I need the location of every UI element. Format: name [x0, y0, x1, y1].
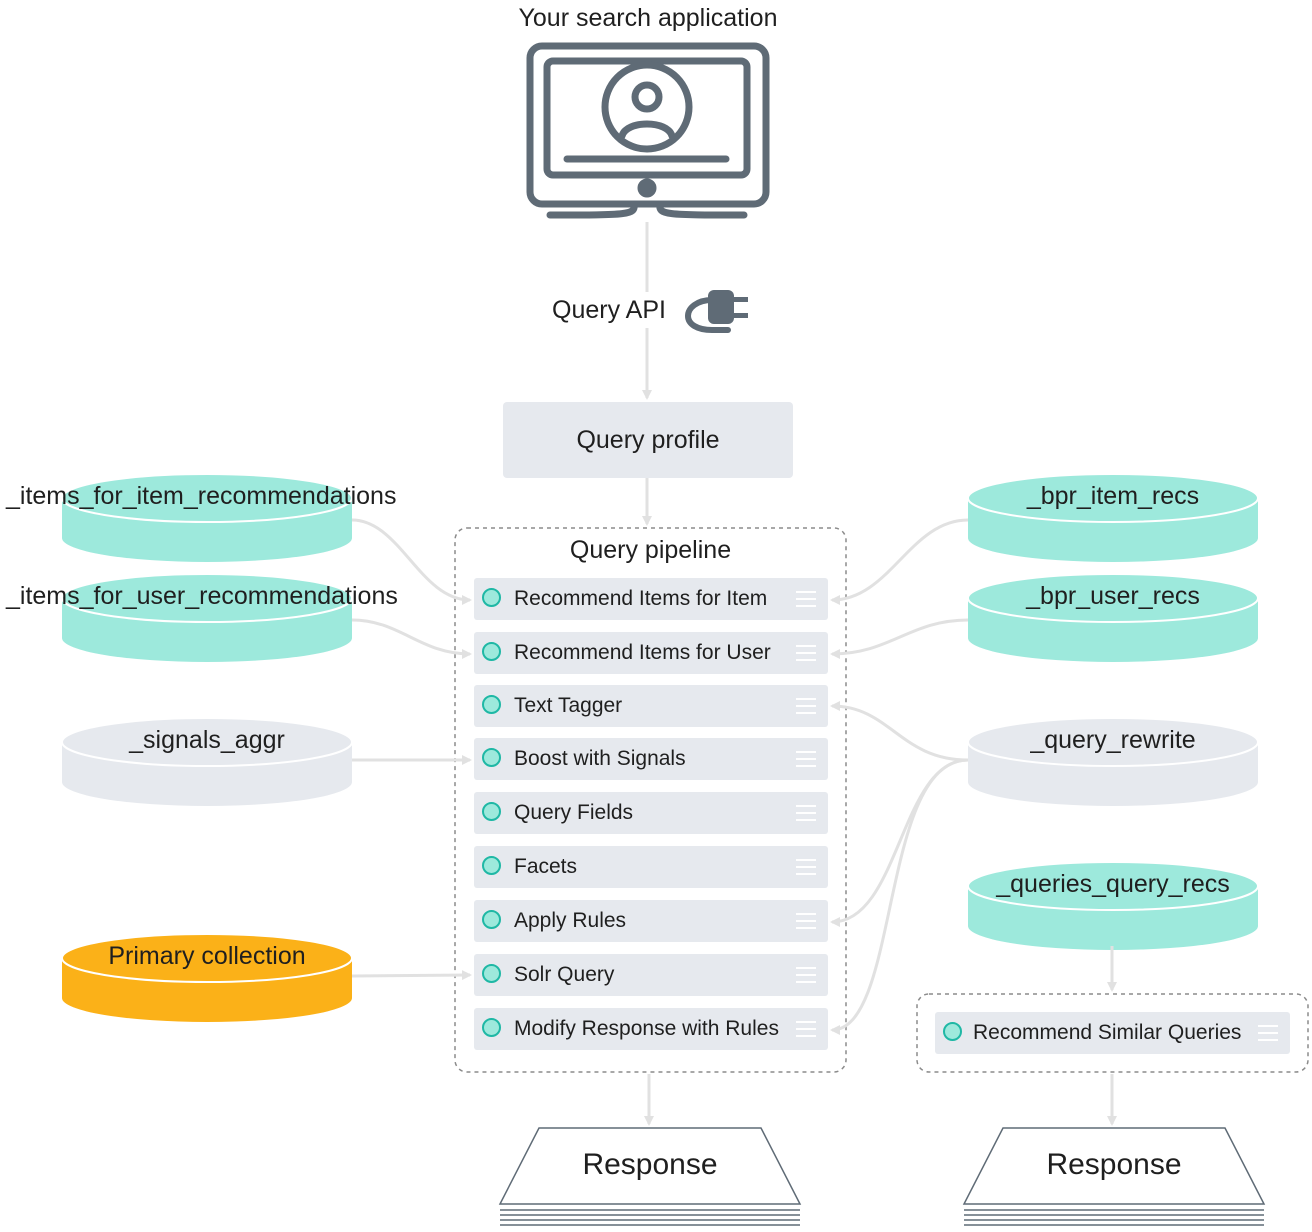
collection-label: _items_for_item_recommendations [6, 482, 397, 510]
stage-enabled-indicator[interactable] [482, 695, 501, 714]
collection-label: _queries_query_recs [996, 870, 1230, 898]
pipeline-stage[interactable]: Text Tagger [474, 685, 828, 727]
plug-icon [684, 290, 748, 333]
stage-enabled-indicator[interactable] [482, 856, 501, 875]
collection-label: Primary collection [108, 942, 306, 970]
response-label: Response [582, 1148, 718, 1181]
response-label: Response [1046, 1148, 1182, 1181]
collection-label: _bpr_item_recs [1026, 482, 1200, 510]
stage-enabled-indicator[interactable] [482, 748, 501, 767]
pipeline-stage[interactable]: Boost with Signals [474, 738, 828, 780]
drag-handle-icon[interactable] [796, 591, 816, 607]
collection-cylinder[interactable] [61, 573, 353, 662]
collection-cylinder[interactable] [967, 717, 1259, 806]
drag-handle-icon[interactable] [796, 967, 816, 983]
pipeline-stage[interactable]: Query Fields [474, 792, 828, 834]
stage-label: Text Tagger [514, 694, 623, 717]
response-stack-similar [962, 1127, 1266, 1226]
pipeline-stage[interactable]: Modify Response with Rules [474, 1008, 828, 1050]
collection-cylinder[interactable] [61, 933, 353, 1022]
stage-label: Apply Rules [514, 909, 627, 932]
collection-cylinder[interactable] [61, 717, 353, 806]
collection-cylinder[interactable] [61, 473, 353, 562]
stage-label: Boost with Signals [514, 747, 686, 770]
collection-label: _items_for_user_recommendations [6, 582, 398, 610]
stage-label: Solr Query [514, 963, 615, 986]
drag-handle-icon[interactable] [1258, 1025, 1278, 1041]
pipeline-stage[interactable]: Recommend Items for User [474, 632, 828, 674]
stage-enabled-indicator[interactable] [482, 642, 501, 661]
drag-handle-icon[interactable] [796, 913, 816, 929]
query-profile-box[interactable] [503, 402, 793, 478]
drag-handle-icon[interactable] [796, 805, 816, 821]
stage-enabled-indicator[interactable] [943, 1022, 962, 1041]
stage-enabled-indicator[interactable] [482, 588, 501, 607]
stage-label: Recommend Items for Item [514, 587, 768, 610]
collection-cylinder[interactable] [967, 861, 1259, 950]
stage-label: Modify Response with Rules [514, 1017, 779, 1040]
pipeline-stage[interactable]: Solr Query [474, 954, 828, 996]
response-stack-main [498, 1127, 802, 1226]
collection-label: _query_rewrite [1030, 726, 1196, 754]
drag-handle-icon[interactable] [796, 698, 816, 714]
drag-handle-icon[interactable] [796, 751, 816, 767]
stage-label: Recommend Items for User [514, 641, 771, 664]
query-api-label: Query API [552, 296, 666, 324]
collection-label: _bpr_user_recs [1026, 582, 1200, 610]
drag-handle-icon[interactable] [796, 1021, 816, 1037]
pipeline-stage[interactable]: Facets [474, 846, 828, 888]
stage-recommend-similar-queries[interactable]: Recommend Similar Queries [935, 1012, 1290, 1054]
stage-enabled-indicator[interactable] [482, 1018, 501, 1037]
query-profile-label: Query profile [576, 426, 720, 454]
pipeline-title: Query pipeline [569, 536, 732, 564]
pipeline-stage[interactable]: Recommend Items for Item [474, 578, 828, 620]
stage-label: Facets [514, 855, 578, 878]
similar-queries-container [916, 993, 1309, 1073]
app-title: Your search application [518, 4, 778, 32]
stage-enabled-indicator[interactable] [482, 964, 501, 983]
query-pipeline-container [454, 527, 847, 1073]
stage-label: Recommend Similar Queries [973, 1021, 1242, 1044]
drag-handle-icon[interactable] [796, 645, 816, 661]
stage-label: Query Fields [514, 801, 634, 824]
pipeline-stage[interactable]: Apply Rules [474, 900, 828, 942]
collection-cylinder[interactable] [967, 573, 1259, 662]
monitor-user-icon [526, 42, 770, 219]
stage-enabled-indicator[interactable] [482, 910, 501, 929]
collection-cylinder[interactable] [967, 473, 1259, 562]
collection-label: _signals_aggr [129, 726, 285, 754]
stage-enabled-indicator[interactable] [482, 802, 501, 821]
drag-handle-icon[interactable] [796, 859, 816, 875]
